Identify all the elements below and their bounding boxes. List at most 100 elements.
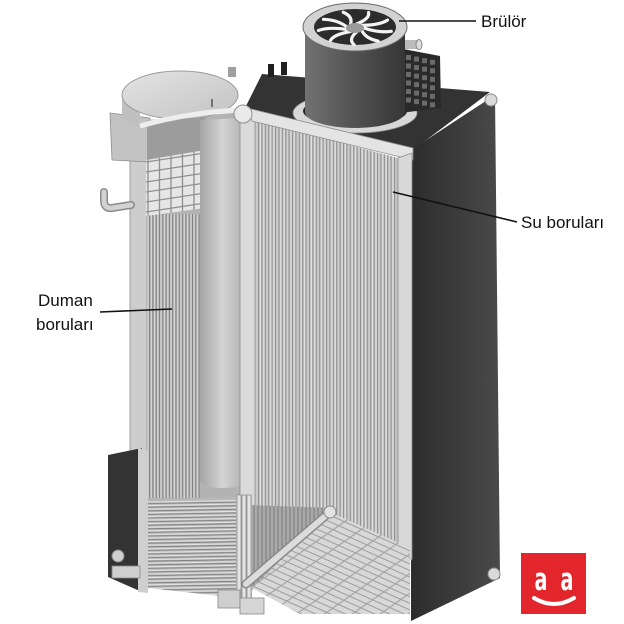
- foot: [239, 597, 265, 615]
- casing-bottom-left-edge: [138, 448, 148, 593]
- burner-fan-blade: [316, 26, 349, 33]
- burner: [292, 2, 441, 134]
- lower-tube-shadow: [148, 562, 238, 566]
- air-box-grid-cell: [422, 58, 427, 64]
- vertical-pipe: [236, 494, 242, 601]
- smoke-chamber-shadow: [147, 116, 205, 160]
- lower-tube: [148, 525, 238, 528]
- callouts: Brülör Su boruları Duman boruları: [36, 12, 604, 334]
- burner-fan-blade: [360, 29, 380, 43]
- lower-tube: [148, 586, 238, 589]
- air-box-grid-cell: [430, 93, 435, 99]
- lower-tube: [148, 553, 238, 557]
- air-box-grid-cell: [414, 82, 419, 88]
- furnace-cylinder: [200, 118, 245, 488]
- lower-tube-shadow: [148, 516, 238, 519]
- burner-fan-blade: [354, 10, 371, 26]
- top-stub: [268, 64, 274, 77]
- burner-hub: [346, 23, 364, 33]
- corner-cap: [484, 93, 498, 107]
- lower-tube-shadow: [148, 534, 238, 537]
- air-box-grid-cell: [406, 97, 411, 103]
- lower-tube: [148, 528, 238, 532]
- tube-sheet: [146, 150, 205, 216]
- lower-tube: [148, 546, 238, 550]
- lower-tube: [148, 507, 238, 510]
- lower-tube: [148, 571, 238, 575]
- lower-tube-shadow: [148, 537, 238, 540]
- top-stub: [281, 62, 287, 75]
- lower-tube: [148, 514, 238, 517]
- burner-fan-blade: [321, 17, 349, 29]
- shell-cut-edge: [139, 107, 241, 129]
- air-box-grid-cell: [422, 83, 427, 89]
- burner-body: [305, 28, 405, 128]
- lower-tube-shadow: [148, 559, 238, 562]
- lower-tube: [148, 521, 238, 525]
- water-wall-right-strip: [397, 152, 413, 561]
- air-box-grid-cell: [422, 66, 427, 72]
- lower-tube: [148, 543, 238, 546]
- logo-letter-right: a: [561, 562, 574, 598]
- tube-sheet-bar: [146, 192, 205, 203]
- lower-tube: [148, 499, 238, 503]
- tube-sheet-bar: [146, 202, 205, 213]
- water-tubes-label: Su boruları: [521, 213, 604, 232]
- lower-tube-shadow: [148, 552, 238, 555]
- air-box-grid-cell: [414, 73, 419, 79]
- lower-tube-shadow: [148, 577, 238, 580]
- foot: [217, 589, 241, 609]
- lower-tube: [148, 517, 238, 521]
- lower-tube: [148, 510, 238, 514]
- lower-tube: [148, 550, 238, 553]
- air-box-grid-cell: [414, 65, 419, 71]
- burner-fan-blade: [341, 10, 353, 27]
- air-box-grid-cell: [430, 85, 435, 91]
- lower-tube: [148, 564, 238, 568]
- tube-sheet-bar: [146, 182, 205, 193]
- lower-tube: [148, 532, 238, 535]
- air-box-grid-cell: [414, 56, 419, 62]
- smoke-tubes-label-line-2: boruları: [36, 315, 94, 334]
- lower-tube-shadow: [148, 501, 238, 504]
- tube-sheet-bar: [146, 172, 205, 183]
- bottom-section: [108, 93, 501, 615]
- air-box-grid-cell: [430, 68, 435, 74]
- logo-smile: [532, 596, 576, 606]
- burner-fan-blade: [360, 18, 390, 27]
- lower-tube: [148, 582, 238, 586]
- air-box-grid-cell: [430, 102, 435, 108]
- lower-tube-shadow: [148, 526, 238, 530]
- lower-tube-shadow: [148, 544, 238, 548]
- air-box-grid-cell: [406, 55, 411, 60]
- lower-tube: [148, 539, 238, 543]
- disc-stub: [228, 67, 236, 77]
- air-box-grid-cell: [406, 89, 411, 94]
- logo-letter-left: a: [535, 562, 548, 598]
- burner-fan-blade: [362, 26, 393, 34]
- lower-tube: [148, 557, 238, 561]
- air-box-grid-cell: [406, 72, 411, 77]
- lower-tube: [148, 535, 238, 539]
- smoke-tube-section: [100, 67, 245, 501]
- lower-tube: [148, 503, 238, 507]
- lower-tube-shadow: [148, 523, 238, 526]
- air-box-grid-cell: [422, 75, 427, 81]
- air-box-grid-cell: [414, 90, 419, 96]
- lower-tube-shadow: [148, 548, 238, 551]
- lower-tube-shadow: [148, 584, 238, 587]
- water-tubes-leader-line: [392, 191, 518, 223]
- lower-tube-bank: [148, 499, 238, 598]
- lower-tube: [148, 579, 238, 582]
- air-box-grid-cell: [414, 99, 419, 105]
- water-tube-wall: [233, 104, 414, 561]
- burner-fan-blade: [349, 30, 359, 47]
- air-box-grid-cell: [406, 63, 411, 69]
- air-box-grid-cell: [406, 80, 411, 86]
- water-wall-left-strip: [239, 112, 256, 519]
- air-box-grid-cell: [422, 92, 427, 98]
- burner-label: Brülör: [481, 12, 527, 31]
- lower-tube-shadow: [148, 573, 238, 576]
- lower-tube-shadow: [148, 512, 238, 515]
